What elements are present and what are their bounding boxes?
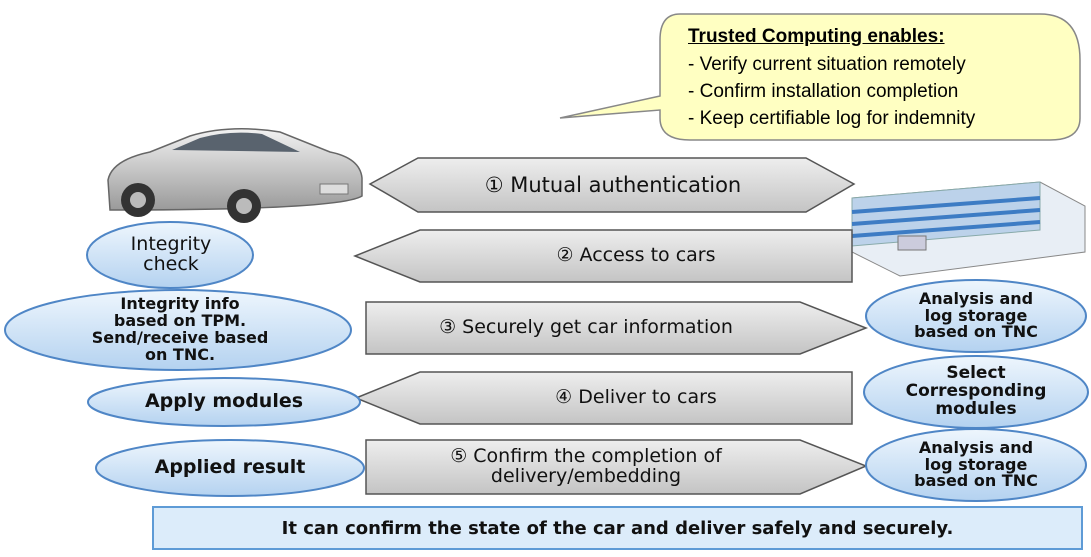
oval-integrity-info: [4, 289, 352, 371]
callout-line-2: - Confirm installation completion: [688, 81, 959, 102]
oval-apply-modules: [87, 377, 361, 427]
analysis-1-line-3: based on TNC: [914, 322, 1038, 342]
select-modules-line-2: Corresponding: [905, 381, 1047, 402]
integrity-info-line-1: Integrity info: [120, 294, 240, 314]
integrity-check-line-2: check: [143, 253, 199, 275]
arrow-get-car-info: [365, 301, 869, 355]
apply-modules-label: Apply modules: [144, 390, 304, 413]
step-3-label: ③ Securely get car information: [439, 316, 733, 339]
analysis-1-label: Analysis and log storage based on TNC: [876, 283, 1076, 349]
step-5-line-1: ⑤ Confirm the completion of: [450, 445, 722, 468]
analysis-1-line-2: log storage: [924, 305, 1028, 325]
callout-line-3: - Keep certifiable log for indemnity: [688, 108, 976, 129]
analysis-2-label: Analysis and log storage based on TNC: [876, 432, 1076, 498]
footer-banner: It can confirm the state of the car and …: [152, 506, 1083, 550]
oval-analysis-1: [865, 279, 1087, 353]
arrow-deliver-to-cars: [354, 371, 853, 425]
callout-line-1: - Verify current situation remotely: [688, 54, 966, 75]
analysis-1-line-1: Analysis and: [918, 288, 1034, 308]
step-2-label: ② Access to cars: [556, 244, 716, 267]
integrity-check-line-1: Integrity: [130, 233, 212, 256]
arrow-mutual-auth: [368, 157, 856, 213]
building-icon: [851, 181, 1086, 277]
analysis-2-line-1: Analysis and: [918, 437, 1034, 457]
step-4-label: ④ Deliver to cars: [555, 386, 717, 409]
step-5-label: ⑤ Confirm the completion of delivery/emb…: [366, 440, 806, 494]
callout-title: Trusted Computing enables:: [688, 26, 945, 47]
step-5-line-2: delivery/embedding: [490, 465, 682, 487]
select-modules-line-1: Select: [946, 363, 1006, 384]
analysis-2-line-3: based on TNC: [914, 471, 1038, 491]
arrow-access-to-cars: [352, 229, 853, 283]
select-modules-line-3: modules: [935, 398, 1017, 419]
select-modules-label: Select Corresponding modules: [870, 358, 1082, 426]
step-1-label: ① Mutual authentication: [484, 172, 742, 197]
integrity-info-label: Integrity info based on TPM. Send/receiv…: [70, 292, 290, 368]
integrity-check-label: Integrity check: [88, 224, 254, 286]
integrity-info-line-4: on TNC.: [144, 344, 216, 364]
callout-bubble: [559, 13, 1081, 141]
integrity-info-line-3: Send/receive based: [91, 328, 269, 347]
oval-analysis-2: [865, 428, 1087, 502]
car-icon: [107, 128, 363, 223]
integrity-info-line-2: based on TPM.: [113, 311, 247, 331]
oval-applied-result: [95, 439, 365, 497]
oval-integrity-check: [86, 221, 254, 289]
arrow-confirm-completion: [365, 439, 868, 495]
analysis-2-line-2: log storage: [924, 454, 1028, 474]
applied-result-label: Applied result: [154, 456, 306, 479]
